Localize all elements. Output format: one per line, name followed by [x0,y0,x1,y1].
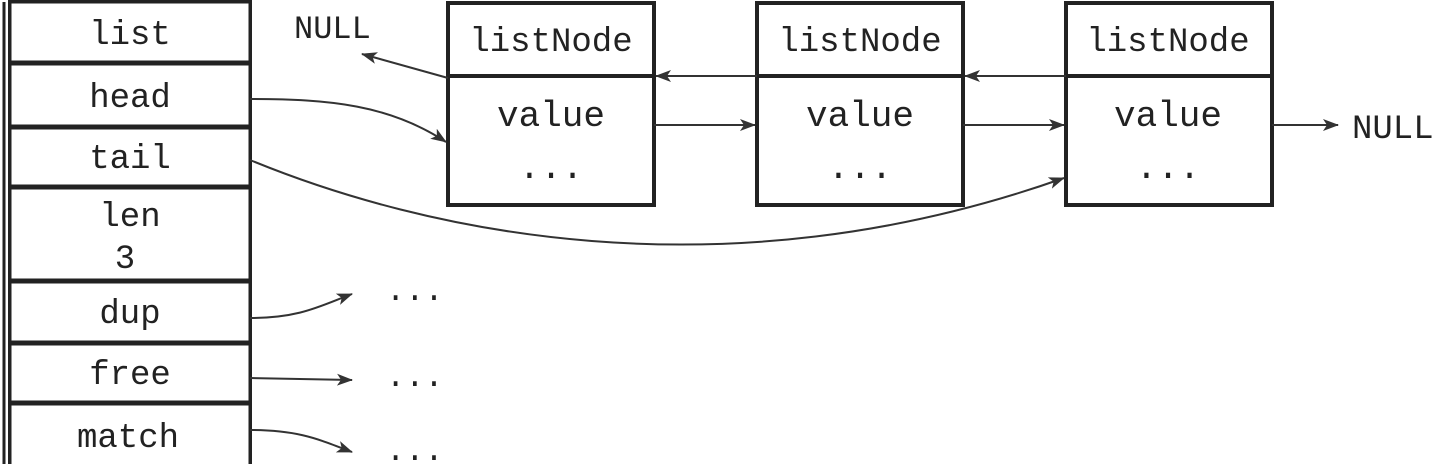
null-label-prev: NULL [294,11,371,48]
node-2-header: listNode [778,24,941,62]
field-head-label: head [89,80,171,118]
field-match-label: match [77,420,179,458]
list-node-1: listNode value ... [446,1,656,207]
head-arrow [249,98,447,143]
null-label-next: NULL [1352,111,1434,149]
match-arrow [249,429,353,453]
node-1-ellipsis: ... [519,148,584,189]
match-target-ellipsis: ... [386,433,444,464]
node-3-header: listNode [1086,24,1249,62]
list-node-3: listNode value ... [1064,1,1274,207]
node-1-header: listNode [469,24,632,62]
field-tail-label: tail [89,141,171,179]
free-arrow [249,373,353,386]
field-tail: tail [8,126,252,188]
list-struct: list head tail len 3 dup free match [2,0,252,464]
field-free-label: free [89,357,171,395]
field-list: list [8,0,252,64]
node-3-ellipsis: ... [1136,148,1201,189]
field-dup: dup [8,280,252,344]
free-target-ellipsis: ... [386,359,444,396]
field-dup-label: dup [99,296,160,334]
node-2-ellipsis: ... [828,148,893,189]
field-len: len 3 [8,186,252,282]
field-list-label: list [89,17,171,55]
prev-arrow-node1-null [361,52,449,79]
dup-target-ellipsis: ... [386,273,444,310]
field-head: head [8,62,252,128]
dup-arrow [249,293,353,319]
field-len-value: 3 [115,241,135,279]
field-match: match [8,402,252,464]
tail-arrow [249,159,1065,246]
node-2-value: value [806,96,914,137]
field-free: free [8,342,252,404]
node-3-value: value [1114,96,1222,137]
list-node-2: listNode value ... [755,1,965,207]
field-len-label: len [99,199,160,237]
node-1-value: value [497,96,605,137]
